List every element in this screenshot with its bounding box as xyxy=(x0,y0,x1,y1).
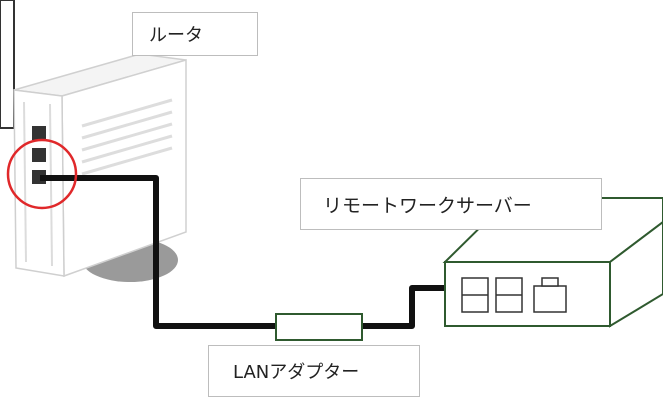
lan-cable-server-side xyxy=(362,285,462,329)
server-port-3 xyxy=(533,285,567,313)
router xyxy=(13,53,187,278)
server-port-3-tab xyxy=(541,277,559,287)
router-label-text: ルータ xyxy=(149,25,203,46)
lan-adapter-device xyxy=(275,313,363,341)
router-vent-lines xyxy=(81,98,173,176)
server-label: リモートワークサーバー xyxy=(300,178,602,230)
server-label-text: リモートワークサーバー xyxy=(323,194,532,217)
router-side-face xyxy=(61,59,187,278)
left-edge-fragment xyxy=(0,0,15,129)
adapter-label: LANアダプター xyxy=(208,345,420,397)
router-label: ルータ xyxy=(132,12,258,56)
router-port-2 xyxy=(32,148,46,162)
adapter-label-text: LANアダプター xyxy=(233,362,360,383)
highlight-circle xyxy=(6,138,78,210)
router-port-1 xyxy=(32,126,46,140)
lan-cable-router-side xyxy=(40,175,276,329)
